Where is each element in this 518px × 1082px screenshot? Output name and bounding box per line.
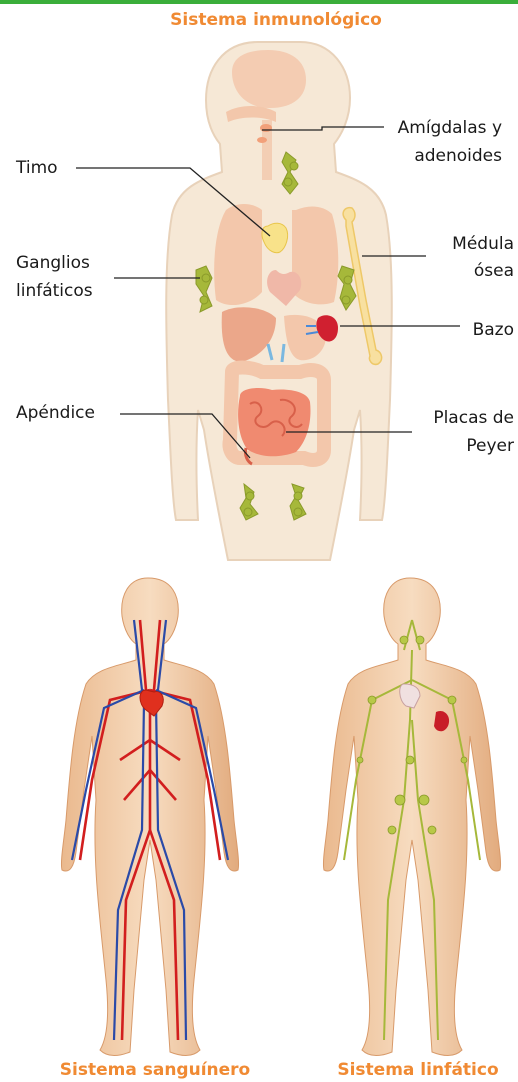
- circulatory-figure: [61, 578, 238, 1056]
- lymphatic-figure: [323, 578, 500, 1056]
- caption-sistema-linfatico: Sistema linfático: [318, 1060, 518, 1080]
- caption-sistema-sanguinero: Sistema sanguínero: [40, 1060, 270, 1080]
